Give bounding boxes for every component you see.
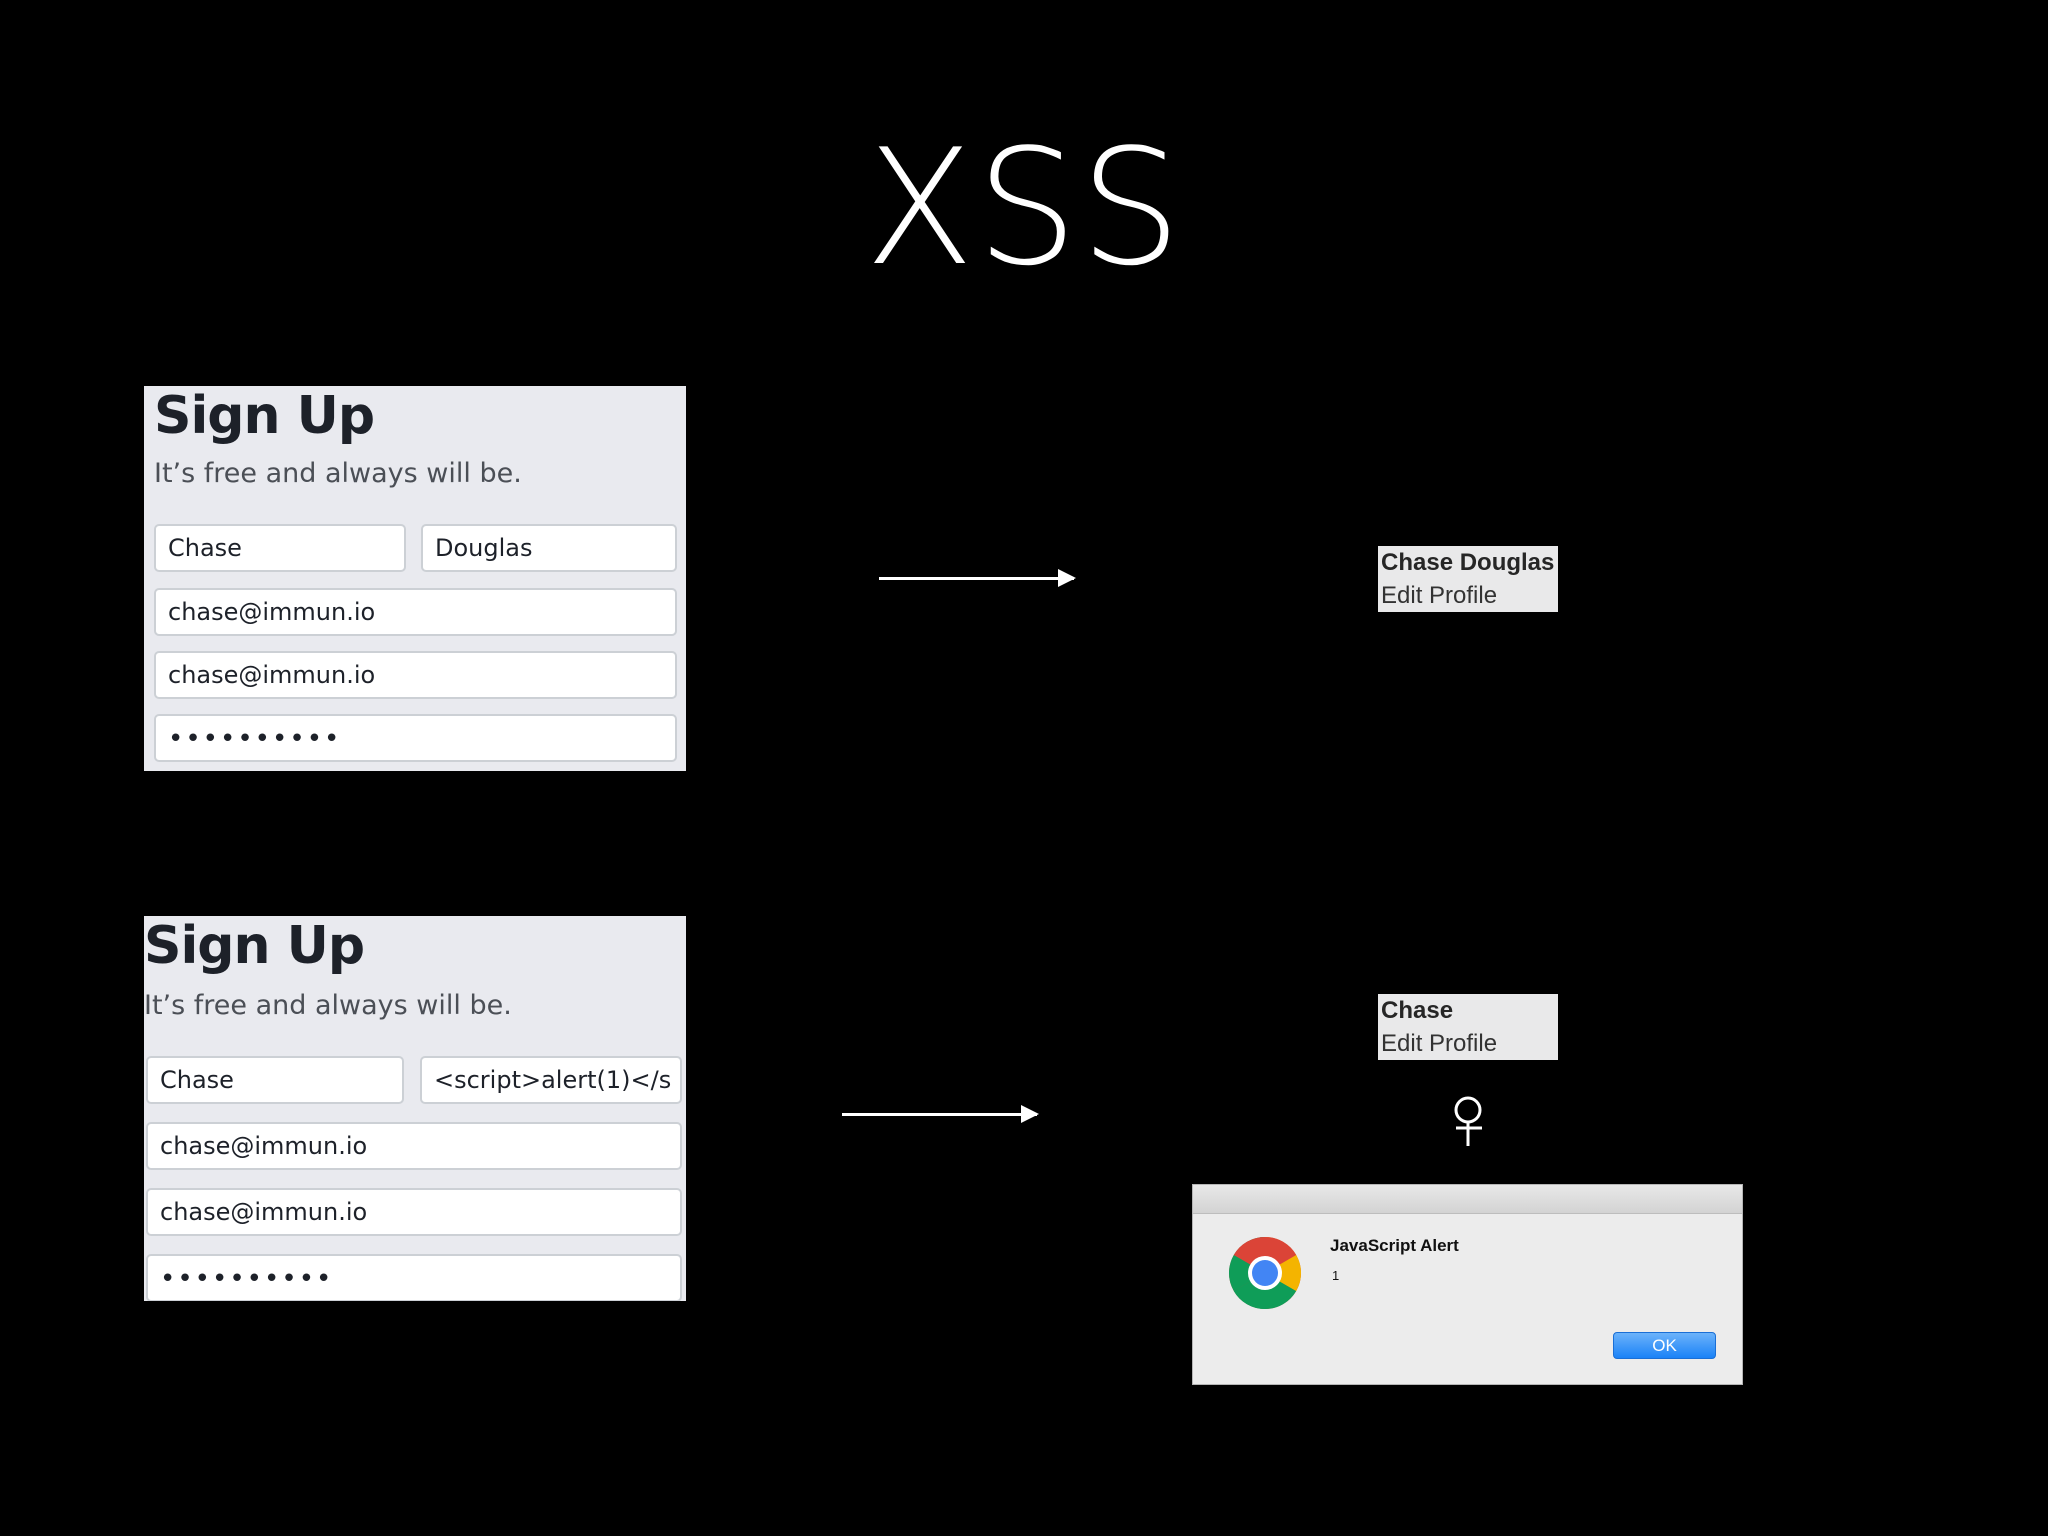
hand-cursor-icon [1448,1094,1492,1155]
email-input[interactable]: chase@immun.io [146,1122,682,1170]
signup-form-normal: Sign Up It’s free and always will be. Ch… [144,386,686,771]
profile-card-attack: Chase Edit Profile [1378,994,1558,1060]
alert-title: JavaScript Alert [1330,1236,1459,1255]
chrome-logo-icon [1227,1235,1303,1316]
signup-form-attack: Sign Up It’s free and always will be. Ch… [144,916,686,1301]
signup-subheading: It’s free and always will be. [154,458,522,489]
first-name-input[interactable]: Chase [154,524,406,572]
javascript-alert-dialog: JavaScript Alert 1 OK [1192,1184,1743,1385]
email-confirm-input[interactable]: chase@immun.io [146,1188,682,1236]
right-arrow-icon [842,1105,1039,1123]
first-name-input[interactable]: Chase [146,1056,404,1104]
last-name-input[interactable]: <script>alert(1)</s [420,1056,682,1104]
profile-name: Chase [1381,997,1454,1024]
signup-heading: Sign Up [154,386,375,446]
alert-message: 1 [1332,1268,1340,1283]
profile-name: Chase Douglas [1381,549,1555,576]
email-input[interactable]: chase@immun.io [154,588,677,636]
last-name-input[interactable]: Douglas [421,524,677,572]
signup-subheading: It’s free and always will be. [144,990,512,1021]
edit-profile-link[interactable]: Edit Profile [1381,582,1498,609]
profile-card-normal: Chase Douglas Edit Profile [1378,546,1558,612]
slide-title: XSS [864,114,1184,301]
ok-button[interactable]: OK [1613,1332,1716,1359]
edit-profile-link[interactable]: Edit Profile [1381,1030,1498,1057]
email-confirm-input[interactable]: chase@immun.io [154,651,677,699]
password-input[interactable]: •••••••••• [146,1254,682,1301]
dialog-titlebar [1193,1185,1742,1214]
signup-heading: Sign Up [144,916,365,976]
password-input[interactable]: •••••••••• [154,714,677,762]
right-arrow-icon [879,569,1076,587]
